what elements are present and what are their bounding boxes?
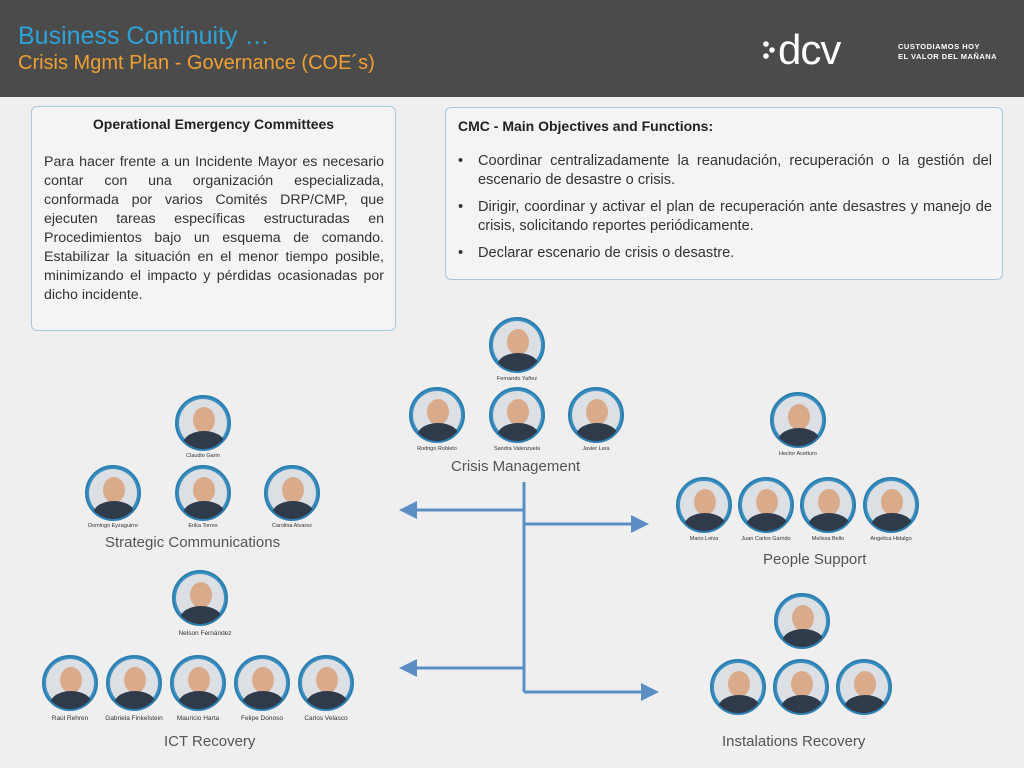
person-photo: [770, 392, 826, 448]
dcv-logo: dcv CUSTODIAMOS HOY EL VALOR DEL MAÑANA: [760, 26, 1000, 74]
group-label-ict-recovery: ICT Recovery: [164, 733, 256, 750]
person-name: Hector Acetturo: [779, 451, 817, 457]
person-name: Sandra Valenzuela: [493, 446, 541, 452]
group-label-crisis-management: Crisis Management: [451, 458, 581, 475]
person-photo: [175, 465, 231, 521]
oec-body: Para hacer frente a un Incidente Mayor e…: [44, 154, 384, 303]
cmc-objective-item: Dirigir, coordinar y activar el plan de …: [458, 198, 992, 236]
oec-title: Operational Emergency Committees: [92, 116, 335, 132]
person-photo: [170, 655, 226, 711]
person-photo: [800, 477, 856, 533]
cmc-objectives-box: CMC - Main Objectives and Functions: Coo…: [445, 107, 1003, 280]
page-title: Business Continuity …: [18, 22, 270, 50]
person-photo: [489, 387, 545, 443]
person-name: Melissa Bello: [811, 536, 845, 542]
cmc-objective-item: Declarar escenario de crisis o desastre.: [458, 244, 992, 263]
person-photo: [42, 655, 98, 711]
person-photo: [85, 465, 141, 521]
person-name: Raúl Rehren: [51, 715, 89, 722]
logo-tagline: CUSTODIAMOS HOY EL VALOR DEL MAÑANA: [898, 42, 998, 61]
person-photo: [676, 477, 732, 533]
person-photo: [298, 655, 354, 711]
person-name: Angelica Hidalgo: [870, 536, 912, 542]
person-name: Domingo Eyzaguirre: [88, 523, 138, 529]
person-photo: [175, 395, 231, 451]
group-label-strategic-communications: Strategic Communications: [105, 534, 281, 551]
person-name: Juan Carlos Garrido: [741, 536, 791, 542]
person-name: Erika Torres: [188, 523, 218, 529]
operational-emergency-committees-box: Operational Emergency Committees Para ha…: [31, 106, 396, 331]
group-label-instalations-recovery: Instalations Recovery: [722, 733, 866, 750]
cmc-objective-item: Coordinar centralizadamente la reanudaci…: [458, 152, 992, 190]
person-name: Mauricio Harta: [176, 715, 220, 722]
person-photo: [568, 387, 624, 443]
person-photo: [836, 659, 892, 715]
person-name: Felipe Donoso: [241, 715, 283, 722]
person-name: Claudio Garin: [186, 453, 220, 459]
person-photo: [264, 465, 320, 521]
cmc-title: CMC - Main Objectives and Functions:: [458, 118, 714, 134]
person-photo: [738, 477, 794, 533]
person-photo: [172, 570, 228, 626]
person-photo: [863, 477, 919, 533]
person-photo: [106, 655, 162, 711]
person-name: Nelson Fernández: [178, 630, 232, 637]
logo-text: dcv: [778, 26, 841, 73]
page-subtitle: Crisis Mgmt Plan - Governance (COE´s): [18, 52, 375, 74]
person-name: Carlos Velasco: [304, 715, 348, 722]
group-label-people-support: People Support: [763, 551, 867, 568]
person-photo: [234, 655, 290, 711]
logo-dots-icon: [763, 41, 775, 59]
person-photo: [409, 387, 465, 443]
cmc-objectives-list: Coordinar centralizadamente la reanudaci…: [458, 152, 992, 271]
person-name: Rodrigo Robleto: [417, 446, 457, 452]
person-name: Carolina Alvarez: [271, 523, 313, 529]
person-name: Mario Leiva: [689, 536, 719, 542]
person-photo: [774, 593, 830, 649]
person-photo: [710, 659, 766, 715]
header-bar: Business Continuity … Crisis Mgmt Plan -…: [0, 0, 1024, 97]
person-name: Javier Lara: [582, 446, 610, 452]
person-name: Gabriela Finkelstein: [105, 715, 163, 722]
person-photo: [773, 659, 829, 715]
person-name: Fernando Yañez: [496, 376, 538, 382]
person-photo: [489, 317, 545, 373]
